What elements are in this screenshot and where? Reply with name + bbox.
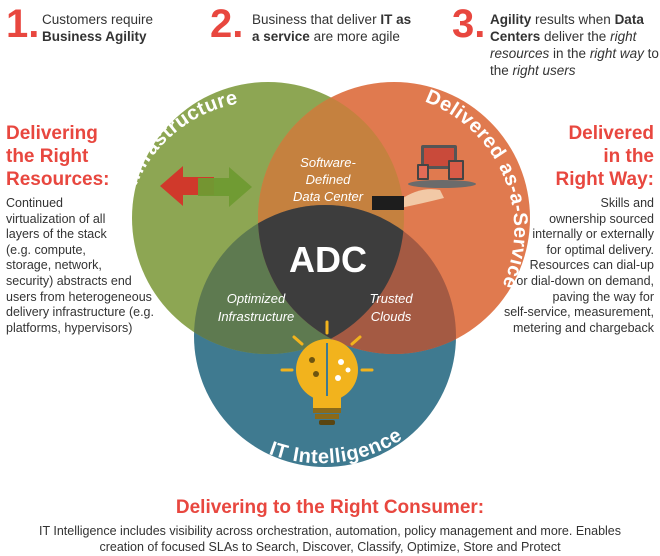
- step-1-number: 1.: [6, 2, 40, 46]
- center-label: ADC: [289, 239, 367, 280]
- right-body-line: metering and chargeback: [512, 320, 654, 335]
- overlap-right-line1: Trusted: [369, 291, 413, 306]
- left-body-line: delivery infrastructure (e.g.: [6, 305, 154, 320]
- step-3-bold1: Agility: [490, 12, 532, 27]
- left-body-line: (e.g. compute,: [6, 242, 86, 257]
- step-3-i1: right: [610, 29, 637, 44]
- step-2-bold2: a service: [252, 29, 310, 44]
- overlap-left-line2: Infrastructure: [218, 309, 295, 324]
- left-title-line: the Right: [6, 146, 89, 167]
- step-3-t5: the: [490, 63, 513, 78]
- step-3-t4: to: [643, 46, 659, 61]
- bottom-body: IT Intelligence includes visibility acro…: [10, 524, 650, 555]
- bottom-body-line: IT Intelligence includes visibility acro…: [38, 524, 621, 538]
- right-body-line: ownership sourced: [549, 211, 654, 226]
- step-3-text: Agility results when Data Centers delive…: [490, 11, 659, 79]
- overlap-right-line2: Clouds: [371, 309, 412, 324]
- right-body-line: Skills and: [600, 196, 655, 210]
- step-3-i3: right way: [589, 46, 644, 61]
- step-1-text: Customers require Business Agility: [42, 11, 153, 45]
- step-2-bold1: IT as: [380, 12, 412, 27]
- right-body-line: paving the way for: [552, 289, 654, 304]
- right-title-line: Right Way:: [555, 169, 654, 190]
- exchange-arrows-icon: [160, 166, 252, 207]
- step-3-i2: resources: [490, 46, 550, 61]
- overlap-top-line3: Data Center: [293, 189, 364, 204]
- step-1-line1: Customers require: [42, 12, 154, 27]
- left-body-line: virtualization of all: [6, 211, 106, 226]
- overlap-top-line2: Defined: [306, 172, 352, 187]
- step-3-bold2: Data: [614, 12, 644, 27]
- step-2-post: are more agile: [309, 29, 400, 44]
- overlap-left-line1: Optimized: [227, 291, 286, 306]
- right-title: Delivered in the Right Way:: [555, 122, 654, 191]
- left-body-line: layers of the stack: [6, 227, 107, 242]
- bottom-title: Delivering to the Right Consumer:: [175, 497, 485, 518]
- step-1-bold: Business Agility: [42, 29, 147, 44]
- left-body: Continued virtualization of all layers o…: [6, 196, 154, 336]
- bottom-body-line: creation of focused SLAs to Search, Disc…: [99, 539, 561, 554]
- step-3-t1: results when: [531, 12, 615, 27]
- step-3-number: 3.: [452, 2, 486, 46]
- right-title-line: in the: [603, 146, 654, 167]
- left-title-line: Delivering: [6, 123, 98, 144]
- step-2-number: 2.: [210, 2, 244, 46]
- right-body-line: internally or externally: [532, 227, 654, 242]
- right-title-line: Delivered: [568, 123, 654, 144]
- right-body-line: self-service, measurement,: [503, 305, 654, 320]
- step-3-t3: in the: [549, 46, 590, 61]
- left-title-line: Resources:: [6, 169, 110, 190]
- left-body-line: users from heterogeneous: [6, 289, 152, 304]
- right-body-line: Resources can dial-up: [529, 258, 654, 273]
- serving-tray-devices-icon: [372, 145, 476, 210]
- right-body: Skills and ownership sourced internally …: [504, 196, 654, 336]
- left-body-line: Continued: [6, 196, 63, 210]
- overlap-top-line1: Software-: [300, 155, 356, 170]
- step-3-i4: right users: [512, 63, 576, 78]
- step-3-t2: deliver the: [540, 29, 611, 44]
- left-body-line: platforms, hypervisors): [6, 320, 133, 335]
- left-body-line: security) abstracts end: [6, 273, 132, 288]
- right-body-line: or dial-down on demand,: [516, 273, 654, 288]
- right-body-line: for optimal delivery.: [546, 242, 654, 257]
- left-title: Delivering the Right Resources:: [6, 122, 110, 191]
- step-2-pre: Business that deliver: [252, 12, 381, 27]
- lightbulb-brain-icon: [280, 320, 374, 425]
- left-body-line: storage, network,: [6, 258, 102, 273]
- step-3-bold3: Centers: [490, 29, 541, 44]
- step-2-text: Business that deliver IT as a service ar…: [252, 11, 411, 45]
